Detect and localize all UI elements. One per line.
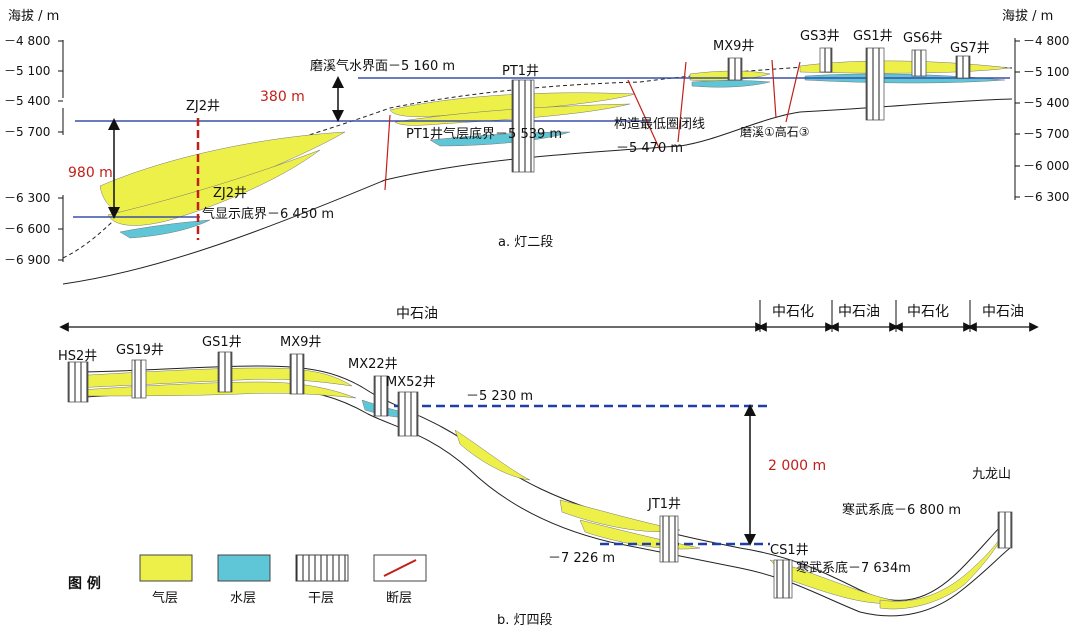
panel-a-faults — [196, 59, 801, 240]
company-label: 中石油 — [838, 304, 880, 320]
fault-line — [677, 61, 687, 143]
well-label-gs19: GS19井 — [116, 343, 164, 358]
left-tick-label: －5 400 — [4, 94, 50, 108]
legend-swatch-water — [217, 554, 271, 582]
legend-swatch-gas — [139, 554, 193, 582]
cs1-well-log — [773, 559, 793, 599]
fault-line — [627, 79, 661, 151]
panel-a-left-axis: －4 800 －5 100 －5 400 －5 700 －6 300 －6 60… — [4, 34, 64, 267]
panel-a-right-axis-title: 海拔 / m — [1002, 9, 1053, 24]
well-label-mx9: MX9井 — [280, 335, 321, 350]
panel-b-caption: b. 灯四段 — [497, 613, 553, 628]
panel-a-base-line — [62, 98, 1013, 285]
left-tick-label: －6 600 — [4, 222, 50, 236]
fault-line — [785, 61, 801, 123]
gs19-well-log — [131, 359, 147, 399]
legend-swatch-fault — [373, 554, 427, 582]
panel-b-well-logs — [67, 351, 1013, 599]
mx9-well-log — [727, 57, 743, 81]
gs1-well-log — [865, 47, 885, 121]
left-tick-label: －4 800 — [4, 34, 50, 48]
trap-min-value: －5 470 m — [616, 141, 683, 156]
well-label-hs2: HS2井 — [58, 349, 97, 364]
well-label-gs7: GS7井 — [950, 41, 990, 56]
jt1-well-log — [659, 515, 679, 563]
panel-b-base-line — [69, 387, 1011, 617]
panel-a-caption: a. 灯二段 — [498, 235, 553, 250]
legend-label-fault: 断层 — [386, 591, 412, 606]
left-tick-label: －6 300 — [4, 191, 50, 205]
diff-380-label: 380 m — [260, 89, 305, 105]
fault-names-label: 磨溪①高石③ — [740, 124, 810, 139]
gs7-well-log — [955, 55, 971, 79]
right-tick-label: －5 100 — [1023, 65, 1069, 79]
panel-a-well-logs — [511, 47, 971, 173]
moxi-gwc-label: 磨溪气水界面－5 160 m — [310, 58, 455, 74]
right-tick-label: －6 000 — [1023, 159, 1069, 173]
panel-a-right-axis: －4 800 －5 100 －5 400 －5 700 －6 000 －6 30… — [1014, 34, 1069, 204]
company-label: 中石油 — [396, 306, 438, 322]
well-label-cs1: CS1井 — [770, 543, 809, 558]
pt1-well-log — [511, 79, 535, 173]
left-tick-label: －5 100 — [4, 64, 50, 78]
company-label: 中石化 — [907, 304, 949, 320]
well-label-gs3: GS3井 — [800, 29, 840, 44]
diff-2000-label: 2 000 m — [768, 458, 826, 474]
well-label-zj2: ZJ2井 — [186, 99, 220, 114]
legend-swatch-dry — [295, 554, 349, 582]
well-label-jls: 九龙山 — [972, 467, 1011, 482]
legend-label-gas: 气层 — [152, 590, 178, 606]
zj2-gas-bottom-label-1: ZJ2井 — [213, 186, 247, 201]
company-bar: 中石油 中石化 中石油 中石化 中石油 — [59, 300, 1039, 332]
left-tick-label: －6 900 — [4, 253, 50, 267]
panel-b: 中石油 中石化 中石油 中石化 中石油 — [58, 300, 1039, 628]
mx52-well-log — [397, 391, 419, 437]
zj2-gas-layers — [99, 131, 346, 239]
fault-line-icon — [383, 559, 417, 577]
level-top-label: －5 230 m — [466, 389, 533, 404]
mx22-well-log — [373, 375, 389, 417]
zj2-gas-bottom-label-2: 气显示底界－6 450 m — [202, 206, 334, 222]
well-label-gs6: GS6井 — [903, 31, 943, 46]
legend: 图 例 气层 水层 干层 断层 — [68, 554, 427, 606]
gs3-well-log — [819, 47, 833, 73]
panel-a: 海拔 / m 海拔 / m －4 800 －5 100 －5 400 －5 70… — [4, 9, 1069, 285]
diff-980-label: 980 m — [68, 165, 113, 181]
company-label: 中石化 — [772, 304, 814, 320]
fault-line — [384, 114, 391, 191]
legend-label-dry: 干层 — [308, 591, 334, 606]
gs1-well-log — [217, 351, 233, 393]
trap-min-label: 构造最低圈闭线 — [614, 117, 705, 132]
well-label-mx9: MX9井 — [713, 39, 754, 54]
panel-a-left-axis-title: 海拔 / m — [8, 9, 59, 24]
well-label-gs1: GS1井 — [202, 335, 242, 350]
cambrian-cs1-label: 寒武系底－7 634m — [796, 560, 911, 576]
fault-line — [771, 59, 777, 119]
well-label-gs1: GS1井 — [853, 29, 893, 44]
well-label-jt1: JT1井 — [647, 497, 681, 512]
well-label-pt1: PT1井 — [502, 64, 539, 79]
level-bottom-label: －7 226 m — [548, 551, 615, 566]
pt1-gas-bottom-label: PT1井气层底界－5 539 m — [406, 126, 562, 142]
cambrian-jls-label: 寒武系底－6 800 m — [842, 502, 961, 518]
legend-title: 图 例 — [68, 575, 101, 592]
hs2-well-log — [67, 361, 89, 403]
company-label: 中石油 — [982, 304, 1024, 320]
well-label-mx52: MX52井 — [386, 375, 436, 390]
right-tick-label: －5 700 — [1023, 127, 1069, 141]
well-label-mx22: MX22井 — [348, 357, 398, 372]
legend-label-water: 水层 — [230, 591, 256, 606]
gs6-well-log — [911, 49, 927, 77]
right-tick-label: －6 300 — [1023, 190, 1069, 204]
left-tick-label: －5 700 — [4, 125, 50, 139]
right-tick-label: －5 400 — [1023, 96, 1069, 110]
jls-well-log — [997, 511, 1013, 549]
right-tick-label: －4 800 — [1023, 34, 1069, 48]
mx9-well-log — [289, 353, 305, 395]
